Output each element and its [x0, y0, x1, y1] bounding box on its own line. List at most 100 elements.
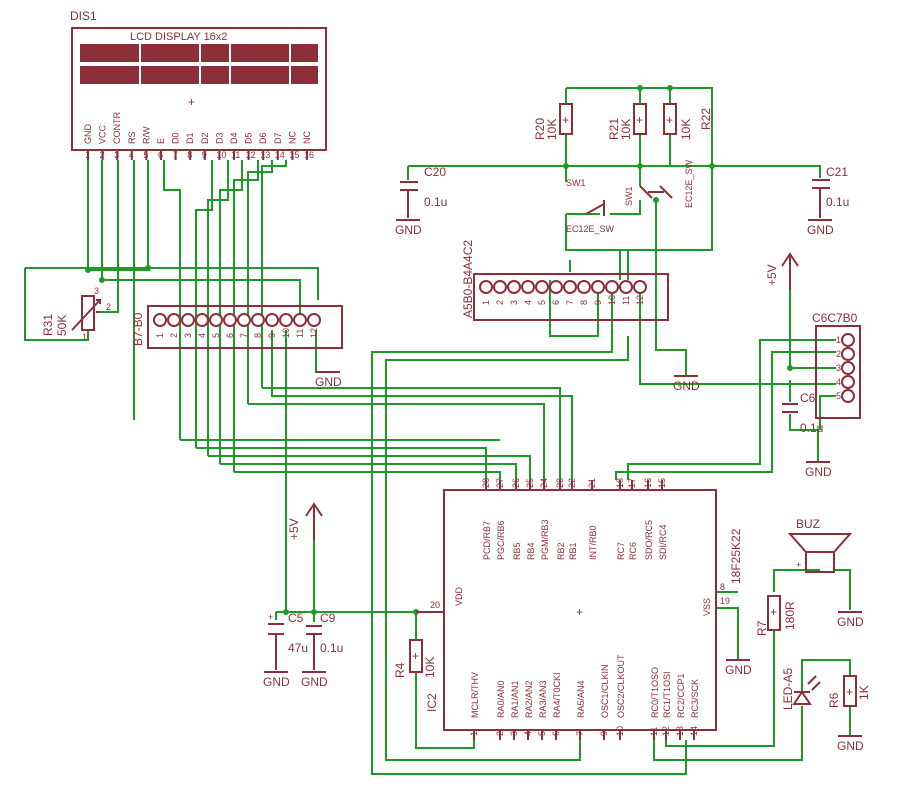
lcd-pin-label: D5: [244, 132, 254, 144]
mcu-pin-number: 12: [661, 726, 671, 736]
connector-pin-number: 4: [197, 333, 207, 338]
svg-text:0.1u: 0.1u: [826, 195, 849, 209]
mcu-pin-number: 14: [689, 726, 699, 736]
mcu-pin-label: INT/RB0: [588, 525, 598, 560]
mcu-pin-number: 6: [551, 731, 561, 736]
connector-pin: [633, 280, 647, 294]
svg-text:EC12E_SW: EC12E_SW: [566, 224, 615, 234]
svg-text:+5V: +5V: [765, 264, 779, 286]
connector-pin-number: 4: [836, 377, 841, 387]
mcu-pin-label: RA1/AN1: [510, 680, 520, 718]
svg-text:C21: C21: [826, 165, 848, 179]
lcd-pin-number: 15: [289, 150, 299, 160]
connector-pin: [577, 280, 591, 294]
lcd-name: DIS1: [70, 9, 97, 23]
mcu-pin-label: RC0/T1OSO: [650, 667, 660, 718]
connector-pin-number: 8: [253, 333, 263, 338]
connector-pin: [619, 280, 633, 294]
connector-pin-number: 2: [836, 349, 841, 359]
ground-label: GND: [395, 223, 422, 237]
connector-pin-number: 3: [183, 333, 193, 338]
mcu-pin-number: 23: [555, 478, 565, 488]
lcd-pin-number: 13: [260, 150, 270, 160]
a5b0-name: A5B0-B4A4C2: [461, 240, 475, 318]
connector-pin: [521, 280, 535, 294]
lcd-pin-label: D3: [214, 132, 224, 144]
connector-pin-number: 8: [579, 300, 589, 305]
connector-pin: [265, 313, 279, 327]
capacitor-c20: C20 0.1u: [400, 165, 447, 218]
vcc-symbol-top: +5V: [765, 252, 799, 290]
svg-text:+: +: [576, 605, 583, 619]
connector-pin-number: 3: [836, 363, 841, 373]
svg-text:+: +: [846, 685, 853, 699]
svg-text:C5: C5: [288, 611, 304, 625]
svg-text:VSS: VSS: [702, 598, 712, 616]
svg-text:47u: 47u: [288, 641, 308, 655]
mcu-pin-number: 25: [525, 478, 535, 488]
svg-text:0.1u: 0.1u: [424, 195, 447, 209]
svg-text:R21: R21: [607, 118, 621, 140]
lcd-pin-label: D0: [171, 132, 181, 144]
mcu-pin-number: 17: [627, 478, 637, 488]
lcd-pin-label: VCC: [98, 124, 108, 144]
mcu-pin-label: RA4/T0CKI: [552, 672, 562, 718]
r31-value: 50K: [55, 315, 69, 336]
svg-text:10K: 10K: [619, 119, 633, 140]
svg-text:10K: 10K: [545, 119, 559, 140]
connector-pin-number: 11: [621, 296, 631, 305]
connector-pin-number: 1: [836, 335, 841, 345]
mcu-pin-label: RB4: [526, 542, 536, 560]
r31-potentiometer: 3 2 1 R31 50K: [41, 286, 111, 342]
mcu-pin-label: RB5: [512, 542, 522, 560]
lcd-pin-label: NC: [287, 131, 297, 144]
lcd-pin-number: 16: [304, 150, 314, 160]
ground-label: GND: [673, 379, 700, 393]
mcu-name: IC2: [425, 693, 439, 712]
connector-pin: [591, 280, 605, 294]
mcu-pin-number: 2: [495, 731, 505, 736]
connector-pin: [195, 313, 209, 327]
svg-text:0.1u: 0.1u: [800, 421, 823, 435]
svg-text:R22: R22: [699, 108, 713, 130]
mcu-pin-number: 24: [539, 478, 549, 488]
mcu-pin-number: 1: [469, 731, 479, 736]
lcd-pin-label: D2: [200, 132, 210, 144]
resistor-r6: + R6 1K: [827, 675, 871, 708]
connector-pin: [549, 280, 563, 294]
mcu-pin-label: RB2: [556, 542, 566, 560]
svg-text:+: +: [770, 605, 777, 619]
svg-text:R7: R7: [755, 620, 769, 636]
connector-pin-number: 4: [523, 300, 533, 305]
svg-text:20: 20: [430, 600, 440, 610]
b7b0-name: B7-B0: [131, 312, 145, 346]
lcd-pin-labels: GND1VCC2CONTR3RS4R/W5E6D07D18D29D310D411…: [83, 112, 314, 160]
lcd-pin-label: D6: [258, 132, 268, 144]
lcd-pin-label: R/W: [141, 126, 151, 144]
svg-text:R20: R20: [533, 118, 547, 140]
connector-pin: [841, 347, 855, 361]
svg-text:+: +: [636, 113, 643, 127]
resistor-r22: + 10K R22: [663, 103, 713, 140]
svg-text:2: 2: [106, 302, 111, 312]
connector-pin-number: 7: [239, 333, 249, 338]
ground-label: GND: [301, 675, 328, 689]
svg-text:180R: 180R: [783, 601, 797, 630]
led-a5: LED-A5: [781, 668, 821, 710]
mcu-pin-label: RC3/SCK: [690, 679, 700, 718]
svg-text:SW1: SW1: [566, 178, 586, 188]
connector-pin: [563, 280, 577, 294]
buzzer: + BUZ: [787, 517, 853, 573]
capacitor-c6: C6 0.1u: [782, 391, 823, 435]
connector-pin-number: 3: [509, 300, 519, 305]
svg-text:+5V: +5V: [287, 518, 301, 540]
mcu-pin-label: RA2/AN2: [524, 680, 534, 718]
lcd-pin-number: 11: [231, 150, 240, 160]
mcu-pin-number: 5: [537, 731, 547, 736]
ground-label: GND: [725, 663, 752, 677]
lcd-pin-label: D1: [185, 132, 195, 144]
resistor-r7: + R7 180R: [755, 595, 797, 636]
